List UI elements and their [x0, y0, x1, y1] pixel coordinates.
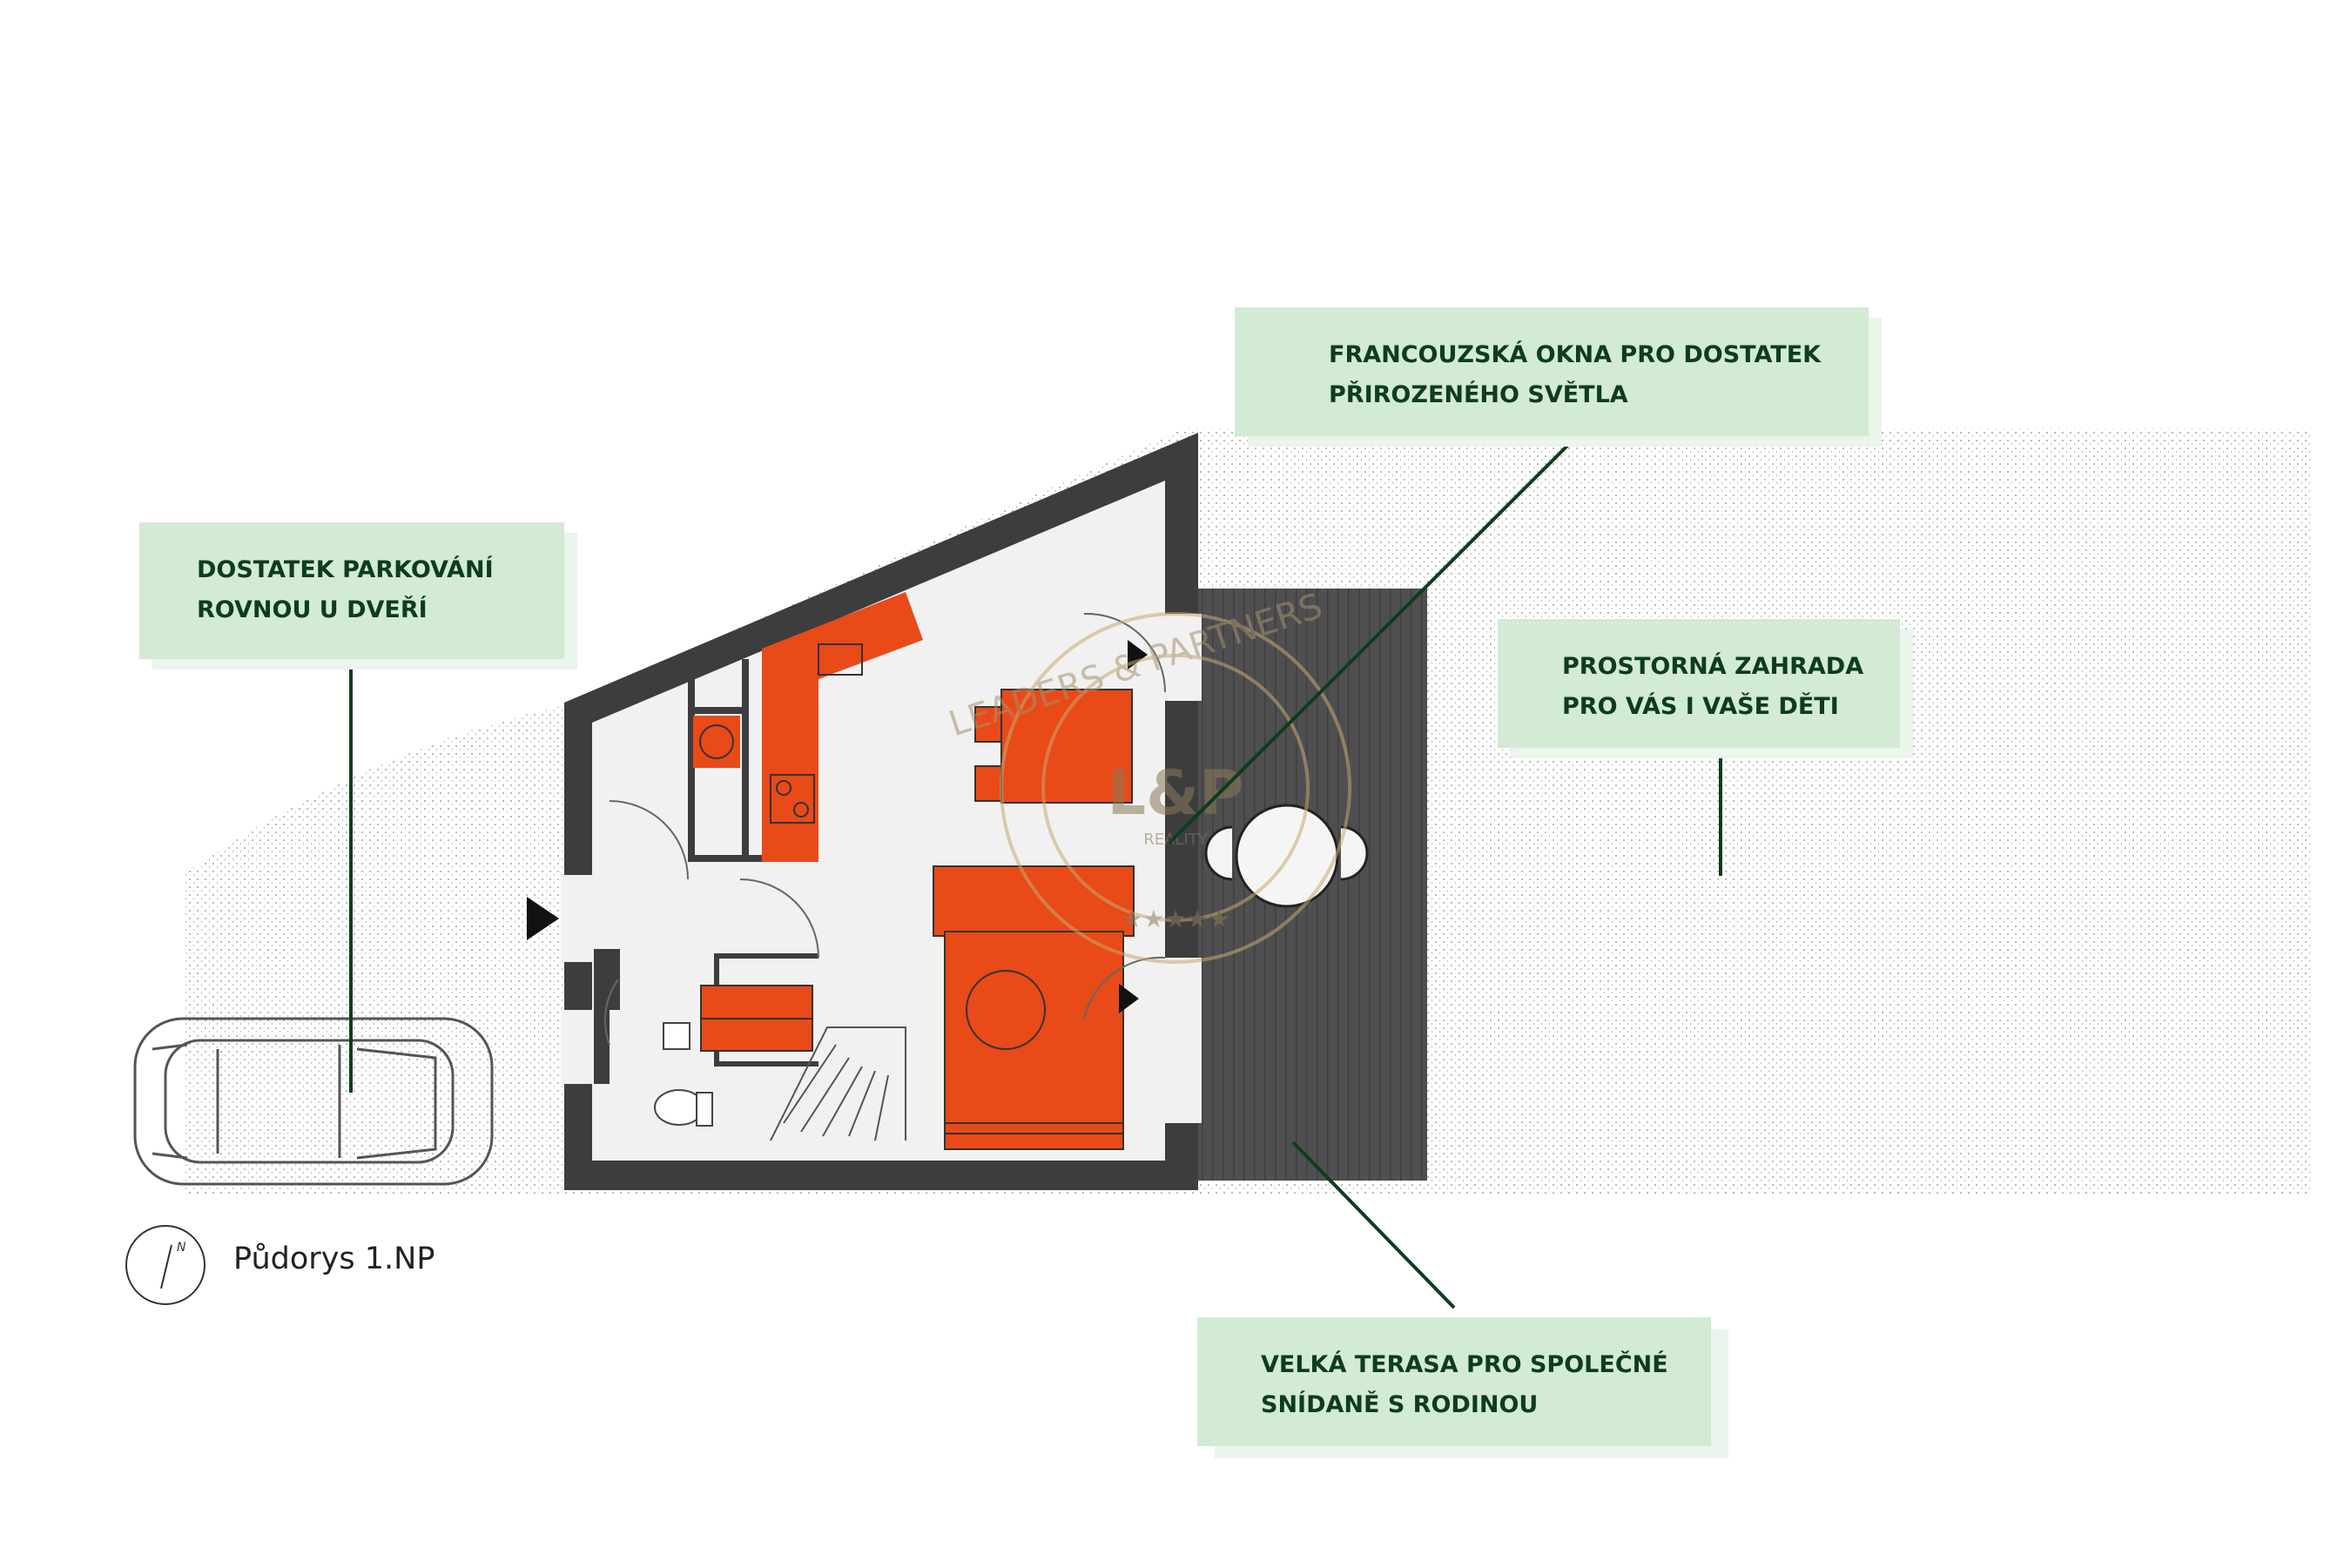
compass-north-label: N: [177, 1241, 186, 1255]
kitchen-counter: [762, 592, 923, 862]
callout-parking-line2: ROVNOU U DVEŘÍ: [197, 596, 428, 623]
callout-terrace-line1: VELKÁ TERASA PRO SPOLEČNÉ: [1261, 1351, 1668, 1378]
callout-windows-line2: PŘIROZENÉHO SVĚTLA: [1329, 381, 1628, 408]
car: [133, 1017, 494, 1186]
callout-windows-line1: FRANCOUZSKÁ OKNA PRO DOSTATEK: [1329, 341, 1822, 368]
callout-garden: PROSTORNÁ ZAHRADA PRO VÁS I VAŠE DĚTI: [1498, 619, 1900, 748]
floor-label: Půdorys 1.NP: [233, 1242, 435, 1276]
callout-terrace-line2: SNÍDANĚ S RODINOU: [1261, 1391, 1539, 1418]
left-lower-opening: [561, 1010, 596, 1084]
toilet: [654, 1022, 713, 1127]
callout-windows: FRANCOUZSKÁ OKNA PRO DOSTATEK PŘIROZENÉH…: [1235, 307, 1869, 436]
watermark-monogram: L&P: [1108, 757, 1244, 829]
sofa: [933, 865, 1135, 1150]
watermark-stars: ★★★★★: [1121, 905, 1230, 933]
shoe-cabinet: [700, 985, 813, 1052]
leader-lines: [349, 444, 1722, 1309]
staircase: [770, 1026, 906, 1141]
entrance-opening: [561, 875, 596, 962]
watermark-subtext: REALITY: [1143, 831, 1209, 849]
dining-table: [974, 689, 1133, 804]
callout-garden-line1: PROSTORNÁ ZAHRADA: [1562, 653, 1864, 680]
washing-machine-drum: [699, 724, 734, 759]
entrance-arrow: [527, 897, 559, 940]
door-swings: [603, 612, 1166, 1046]
callout-terrace: VELKÁ TERASA PRO SPOLEČNÉ SNÍDANĚ S RODI…: [1197, 1317, 1711, 1446]
terrace-table: [1204, 804, 1369, 908]
north-compass: N: [125, 1225, 205, 1305]
callout-parking-line1: DOSTATEK PARKOVÁNÍ: [197, 556, 494, 583]
terrace-door-arrow-bottom: [1119, 984, 1139, 1013]
callout-parking: DOSTATEK PARKOVÁNÍ ROVNOU U DVEŘÍ: [139, 522, 564, 659]
callout-garden-line2: PRO VÁS I VAŠE DĚTI: [1562, 693, 1839, 720]
terrace-door-opening-bottom: [1162, 958, 1202, 1123]
